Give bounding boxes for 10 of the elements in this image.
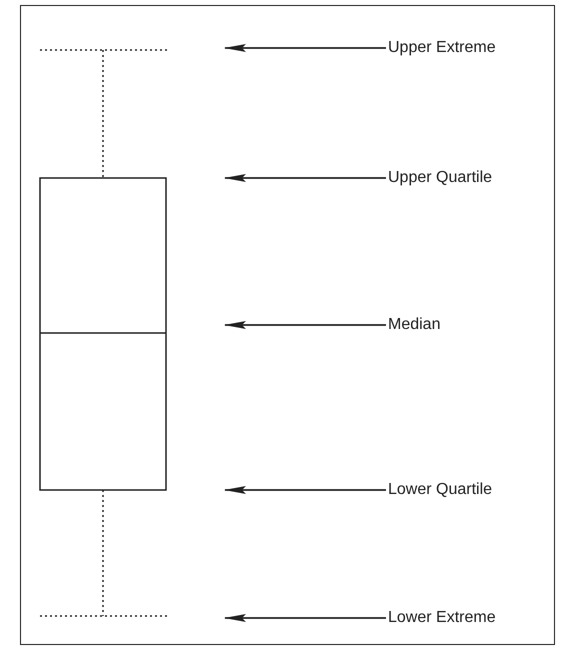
leader-arrow bbox=[224, 44, 386, 52]
part-label: Lower Quartile bbox=[388, 480, 492, 500]
part-label: Upper Quartile bbox=[388, 168, 492, 188]
leader-arrow bbox=[224, 321, 386, 329]
part-label: Median bbox=[388, 315, 440, 335]
leader-arrow bbox=[224, 614, 386, 622]
part-label: Upper Extreme bbox=[388, 38, 496, 58]
leader-arrow bbox=[224, 174, 386, 182]
part-label: Lower Extreme bbox=[388, 608, 496, 628]
leader-arrow bbox=[224, 486, 386, 494]
